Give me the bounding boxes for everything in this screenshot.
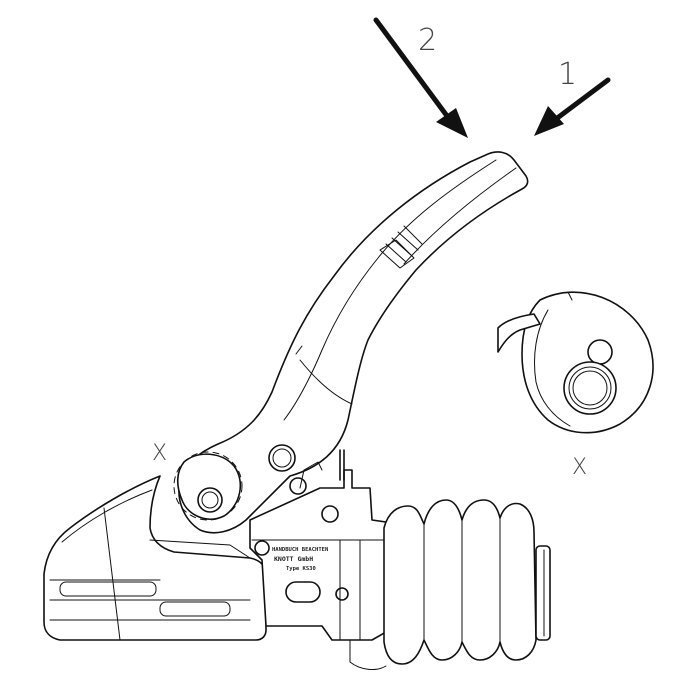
arrow-1-label: 1	[558, 57, 577, 92]
housing-bracket: HANDBUCH BEACHTEN KNOTT GmbH Type KS30	[249, 449, 387, 641]
nameplate-line3: Type KS30	[286, 566, 316, 572]
bellows-boot	[349, 499, 551, 670]
pivot-detail: X	[152, 441, 243, 521]
nameplate-line1: HANDBUCH BEACHTEN	[272, 547, 328, 553]
nameplate-line2: KNOTT GmbH	[274, 555, 313, 563]
arrow-down-right-icon	[436, 108, 468, 138]
lever-handle	[178, 151, 529, 534]
detail-caption-label: X	[572, 455, 587, 480]
arrow-2: 2	[373, 17, 468, 138]
coupling-head	[43, 475, 267, 641]
arrow-2-label: 2	[418, 23, 437, 58]
arrow-down-left-icon	[534, 106, 564, 136]
grip-ribs	[379, 225, 423, 269]
arrow-1: 1	[534, 57, 611, 136]
detail-marker-label: X	[152, 441, 167, 466]
magnified-detail: X	[497, 291, 654, 480]
